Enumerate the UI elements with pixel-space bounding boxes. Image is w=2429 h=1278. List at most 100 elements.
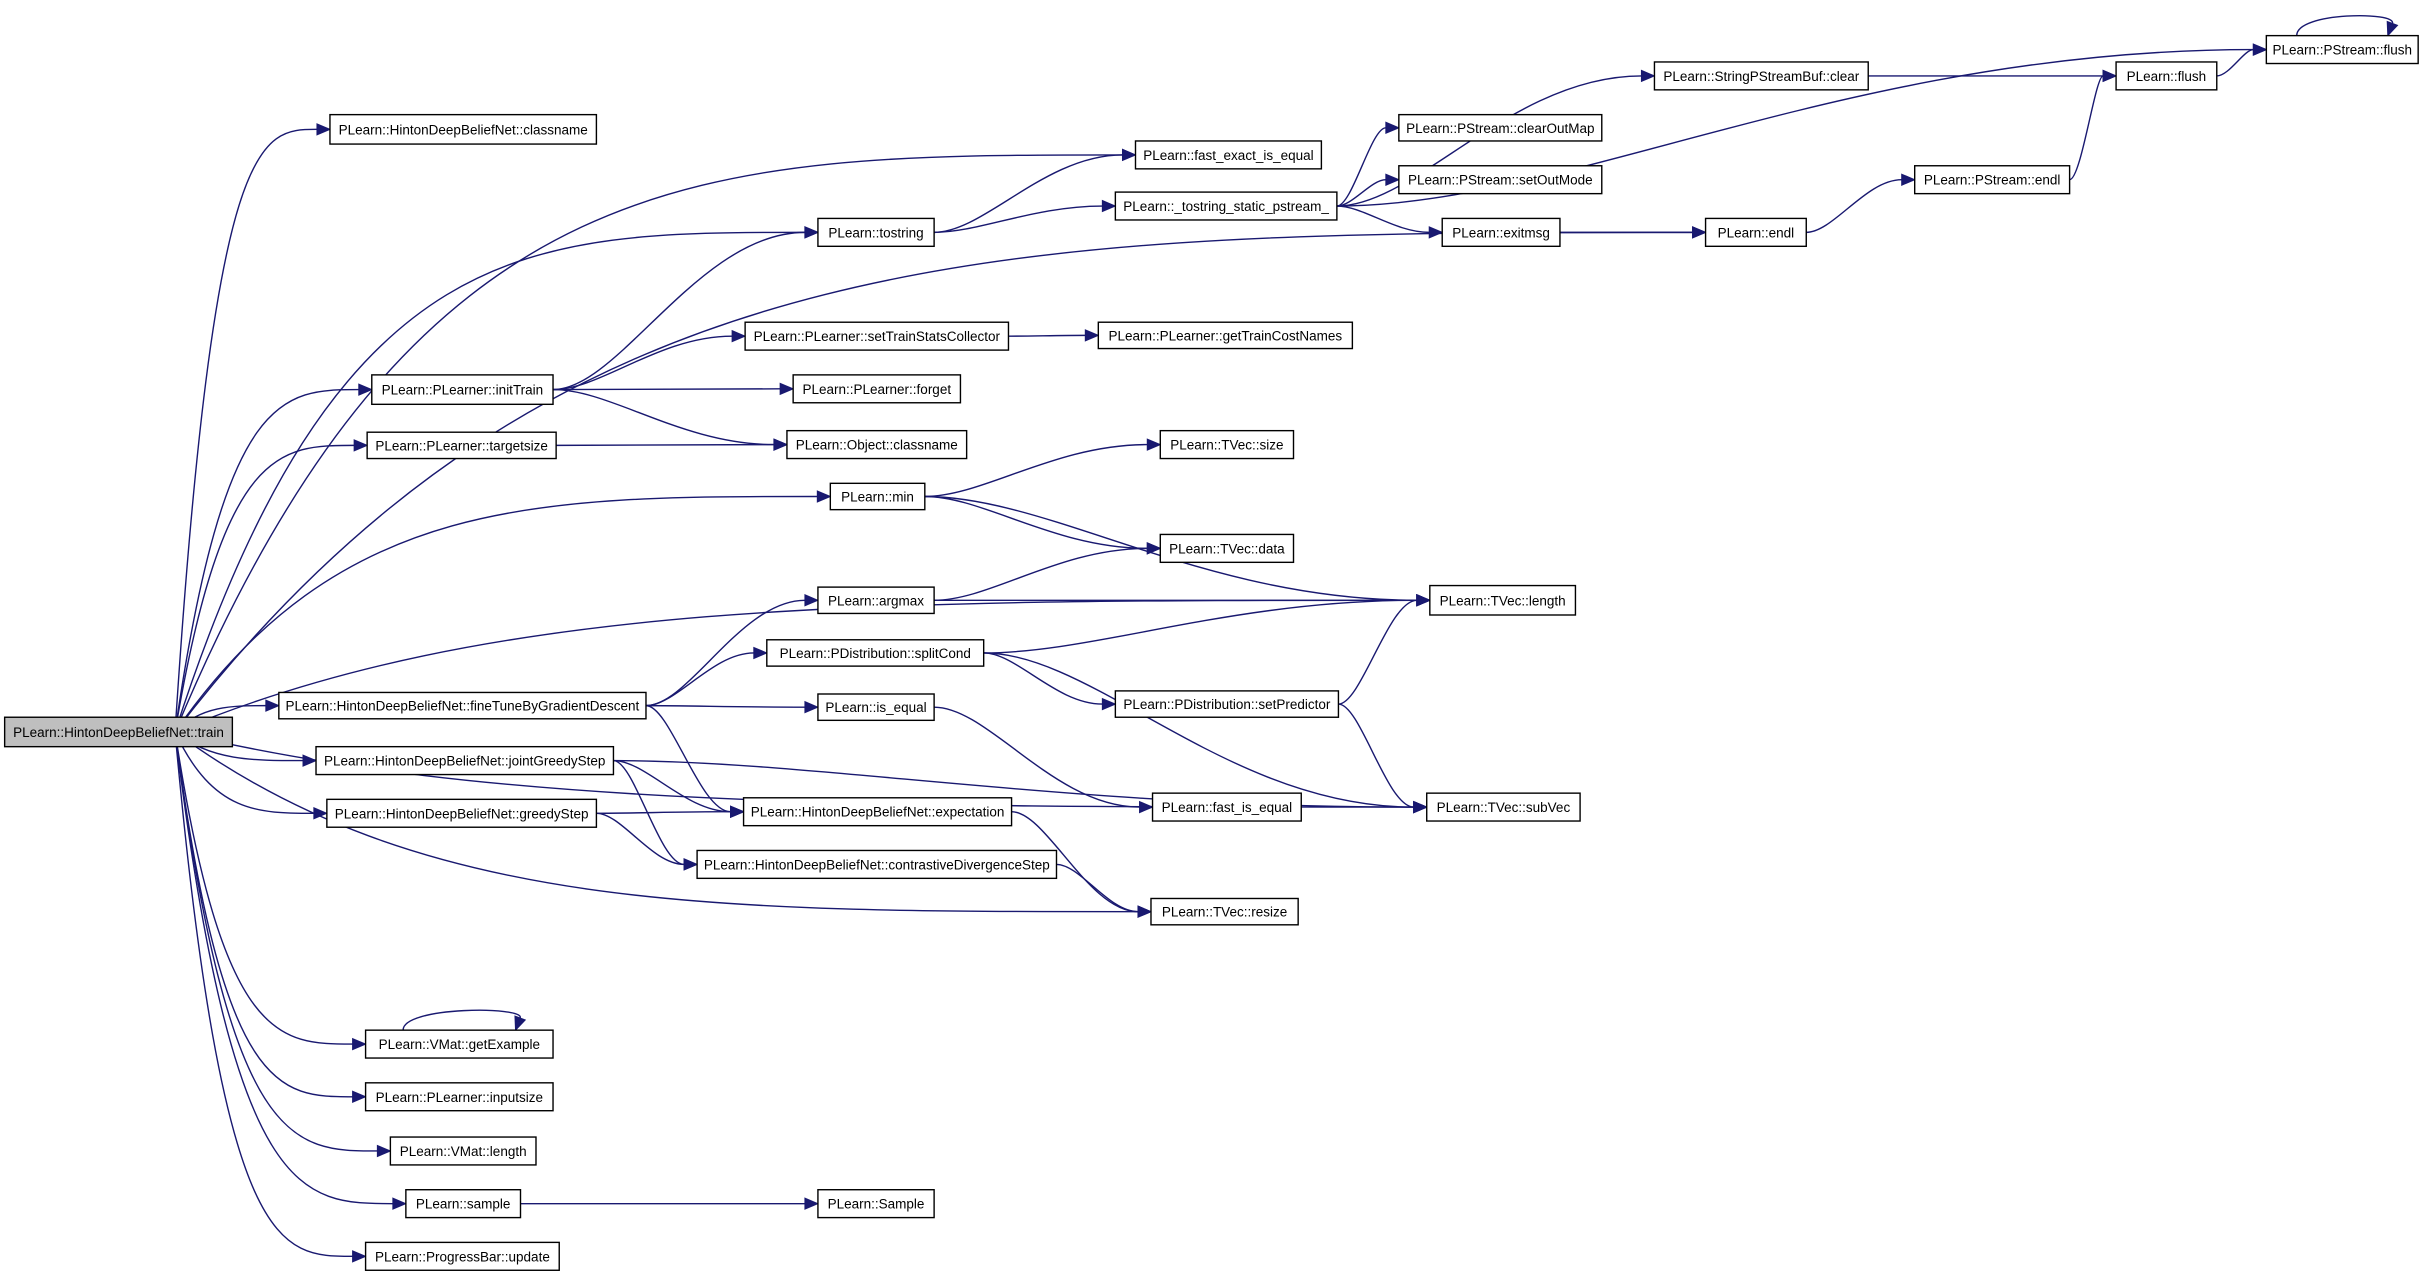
- edge-line: [174, 154, 1123, 733]
- node-tvec_length[interactable]: PLearn::TVec::length: [1429, 584, 1577, 616]
- node-label: PLearn::sample: [416, 1197, 511, 1212]
- node-label: PLearn::HintonDeepBeliefNet::jointGreedy…: [324, 754, 605, 769]
- node-tostring[interactable]: PLearn::tostring: [817, 217, 935, 248]
- node-sample[interactable]: PLearn::sample: [405, 1189, 522, 1219]
- edge-line: [645, 704, 805, 708]
- edge-train-to-vmat_length: [174, 731, 392, 1158]
- edge-line: [1336, 178, 1386, 207]
- edge-arrowhead: [731, 329, 747, 343]
- node-vmat_length[interactable]: PLearn::VMat::length: [389, 1136, 537, 1166]
- node-box: [1704, 217, 1807, 248]
- node-targetsize[interactable]: PLearn::PLearner::targetsize: [366, 431, 557, 460]
- node-box: [1441, 217, 1561, 248]
- node-inputsize[interactable]: PLearn::PLearner::inputsize: [364, 1082, 554, 1112]
- edge-endl-to-ps_endl: [1806, 173, 1916, 234]
- edge-line: [1056, 863, 1138, 913]
- edge-line: [2069, 75, 2104, 181]
- edge-arrowhead: [316, 123, 332, 136]
- edge-tostring_static-to-clearOutMap: [1336, 121, 1401, 207]
- node-tvec_resize[interactable]: PLearn::TVec::resize: [1150, 897, 1299, 926]
- node-pb_update[interactable]: PLearn::ProgressBar::update: [364, 1241, 560, 1271]
- node-obj_classname[interactable]: PLearn::Object::classname: [786, 429, 968, 460]
- node-forget[interactable]: PLearn::PLearner::forget: [792, 374, 962, 404]
- node-label: PLearn::PDistribution::setPredictor: [1123, 697, 1331, 712]
- node-getExample[interactable]: PLearn::VMat::getExample: [364, 1029, 554, 1059]
- node-exitmsg[interactable]: PLearn::exitmsg: [1441, 217, 1561, 248]
- edge-arrowhead: [1084, 329, 1100, 342]
- edge-train-to-min: [174, 490, 832, 733]
- node-label: PLearn::TVec::data: [1169, 541, 1285, 556]
- node-label: PLearn::fast_is_equal: [1162, 800, 1293, 815]
- node-label: PLearn::Object::classname: [796, 438, 958, 453]
- node-tvec_subVec[interactable]: PLearn::TVec::subVec: [1426, 792, 1581, 822]
- node-min[interactable]: PLearn::min: [829, 482, 926, 511]
- edge-line: [983, 652, 1103, 705]
- edge-arrowhead: [1385, 121, 1401, 135]
- node-expectation[interactable]: PLearn::HintonDeepBeliefNet::expectation: [742, 797, 1013, 827]
- node-argmax[interactable]: PLearn::argmax: [817, 586, 935, 615]
- edge-arrowhead: [1121, 148, 1137, 162]
- node-tvec_data[interactable]: PLearn::TVec::data: [1159, 533, 1295, 564]
- node-box: [364, 1082, 554, 1112]
- edge-arrowhead: [804, 700, 820, 714]
- edge-train-to-targetsize: [174, 439, 369, 733]
- node-label: PLearn::_tostring_static_pstream_: [1123, 199, 1329, 214]
- edge-arrowhead: [753, 646, 769, 660]
- node-label: PLearn::PLearner::targetsize: [375, 438, 548, 453]
- node-setTrainStatsCollector[interactable]: PLearn::PLearner::setTrainStatsCollector: [744, 321, 1010, 351]
- edge-line: [174, 731, 378, 1152]
- node-cdStep[interactable]: PLearn::HintonDeepBeliefNet::contrastive…: [696, 849, 1058, 880]
- edge-line: [553, 388, 774, 446]
- node-label: PLearn::flush: [2127, 69, 2207, 84]
- edge-line: [1336, 48, 2254, 207]
- edge-setTrainStatsCollector-to-getTrainCostNames: [1008, 329, 1100, 342]
- node-initTrain[interactable]: PLearn::PLearner::initTrain: [371, 374, 554, 406]
- edge-line: [645, 704, 731, 813]
- node-box: [366, 431, 557, 460]
- node-box: [2115, 61, 2218, 91]
- node-box: [817, 693, 935, 722]
- edge-line: [556, 443, 774, 447]
- node-box: [786, 429, 968, 460]
- edge-sample-to-Sample: [520, 1197, 820, 1210]
- node-train[interactable]: PLearn::HintonDeepBeliefNet::train: [3, 716, 234, 748]
- node-label: PLearn::HintonDeepBeliefNet::contrastive…: [704, 857, 1050, 872]
- node-box: [278, 691, 647, 720]
- edge-is_equal-to-fast_is_equal: [934, 706, 1154, 814]
- node-ps_endl[interactable]: PLearn::PStream::endl: [1913, 165, 2071, 195]
- node-ps_flush[interactable]: PLearn::PStream::flush: [2265, 34, 2419, 65]
- node-flush[interactable]: PLearn::flush: [2115, 61, 2218, 91]
- edge-arrowhead: [352, 1090, 367, 1104]
- edge-line: [983, 599, 1417, 654]
- node-fast_is_equal[interactable]: PLearn::fast_is_equal: [1151, 792, 1302, 822]
- node-setOutMode[interactable]: PLearn::PStream::setOutMode: [1398, 165, 1603, 195]
- node-setPredictor[interactable]: PLearn::PDistribution::setPredictor: [1114, 690, 1340, 718]
- node-fineTune[interactable]: PLearn::HintonDeepBeliefNet::fineTuneByG…: [278, 691, 647, 720]
- node-splitCond[interactable]: PLearn::PDistribution::splitCond: [766, 639, 985, 667]
- edge-flush-to-ps_flush: [2216, 43, 2268, 77]
- node-clearOutMap[interactable]: PLearn::PStream::clearOutMap: [1398, 113, 1603, 142]
- edge-arrowhead: [804, 594, 820, 607]
- edge-arrowhead: [773, 438, 789, 451]
- node-jointGreedyStep[interactable]: PLearn::HintonDeepBeliefNet::jointGreedy…: [315, 745, 615, 776]
- edge-train-to-sample: [174, 731, 408, 1210]
- edge-line: [1336, 127, 1387, 207]
- node-Sample[interactable]: PLearn::Sample: [817, 1189, 935, 1219]
- node-greedyStep[interactable]: PLearn::HintonDeepBeliefNet::greedyStep: [326, 798, 598, 828]
- node-is_equal[interactable]: PLearn::is_equal: [817, 693, 935, 722]
- edge-spsb_clear-to-flush: [1868, 69, 2118, 83]
- node-box: [326, 798, 598, 828]
- node-classname_hdbn[interactable]: PLearn::HintonDeepBeliefNet::classname: [329, 113, 598, 145]
- node-tostring_static[interactable]: PLearn::_tostring_static_pstream_: [1114, 191, 1338, 221]
- edge-line: [174, 444, 355, 733]
- edge-arrowhead: [302, 754, 318, 767]
- node-spsb_clear[interactable]: PLearn::StringPStreamBuf::clear: [1653, 61, 1869, 91]
- node-tvec_size[interactable]: PLearn::TVec::size: [1159, 429, 1295, 460]
- node-box: [1159, 533, 1295, 564]
- node-getTrainCostNames[interactable]: PLearn::PLearner::getTrainCostNames: [1097, 321, 1354, 350]
- node-label: PLearn::TVec::size: [1170, 438, 1283, 453]
- node-endl[interactable]: PLearn::endl: [1704, 217, 1807, 248]
- node-label: PLearn::HintonDeepBeliefNet::train: [13, 725, 224, 740]
- edge-jointGreedyStep-to-expectation: [613, 759, 745, 818]
- node-fast_exact_is_equal[interactable]: PLearn::fast_exact_is_equal: [1134, 140, 1323, 170]
